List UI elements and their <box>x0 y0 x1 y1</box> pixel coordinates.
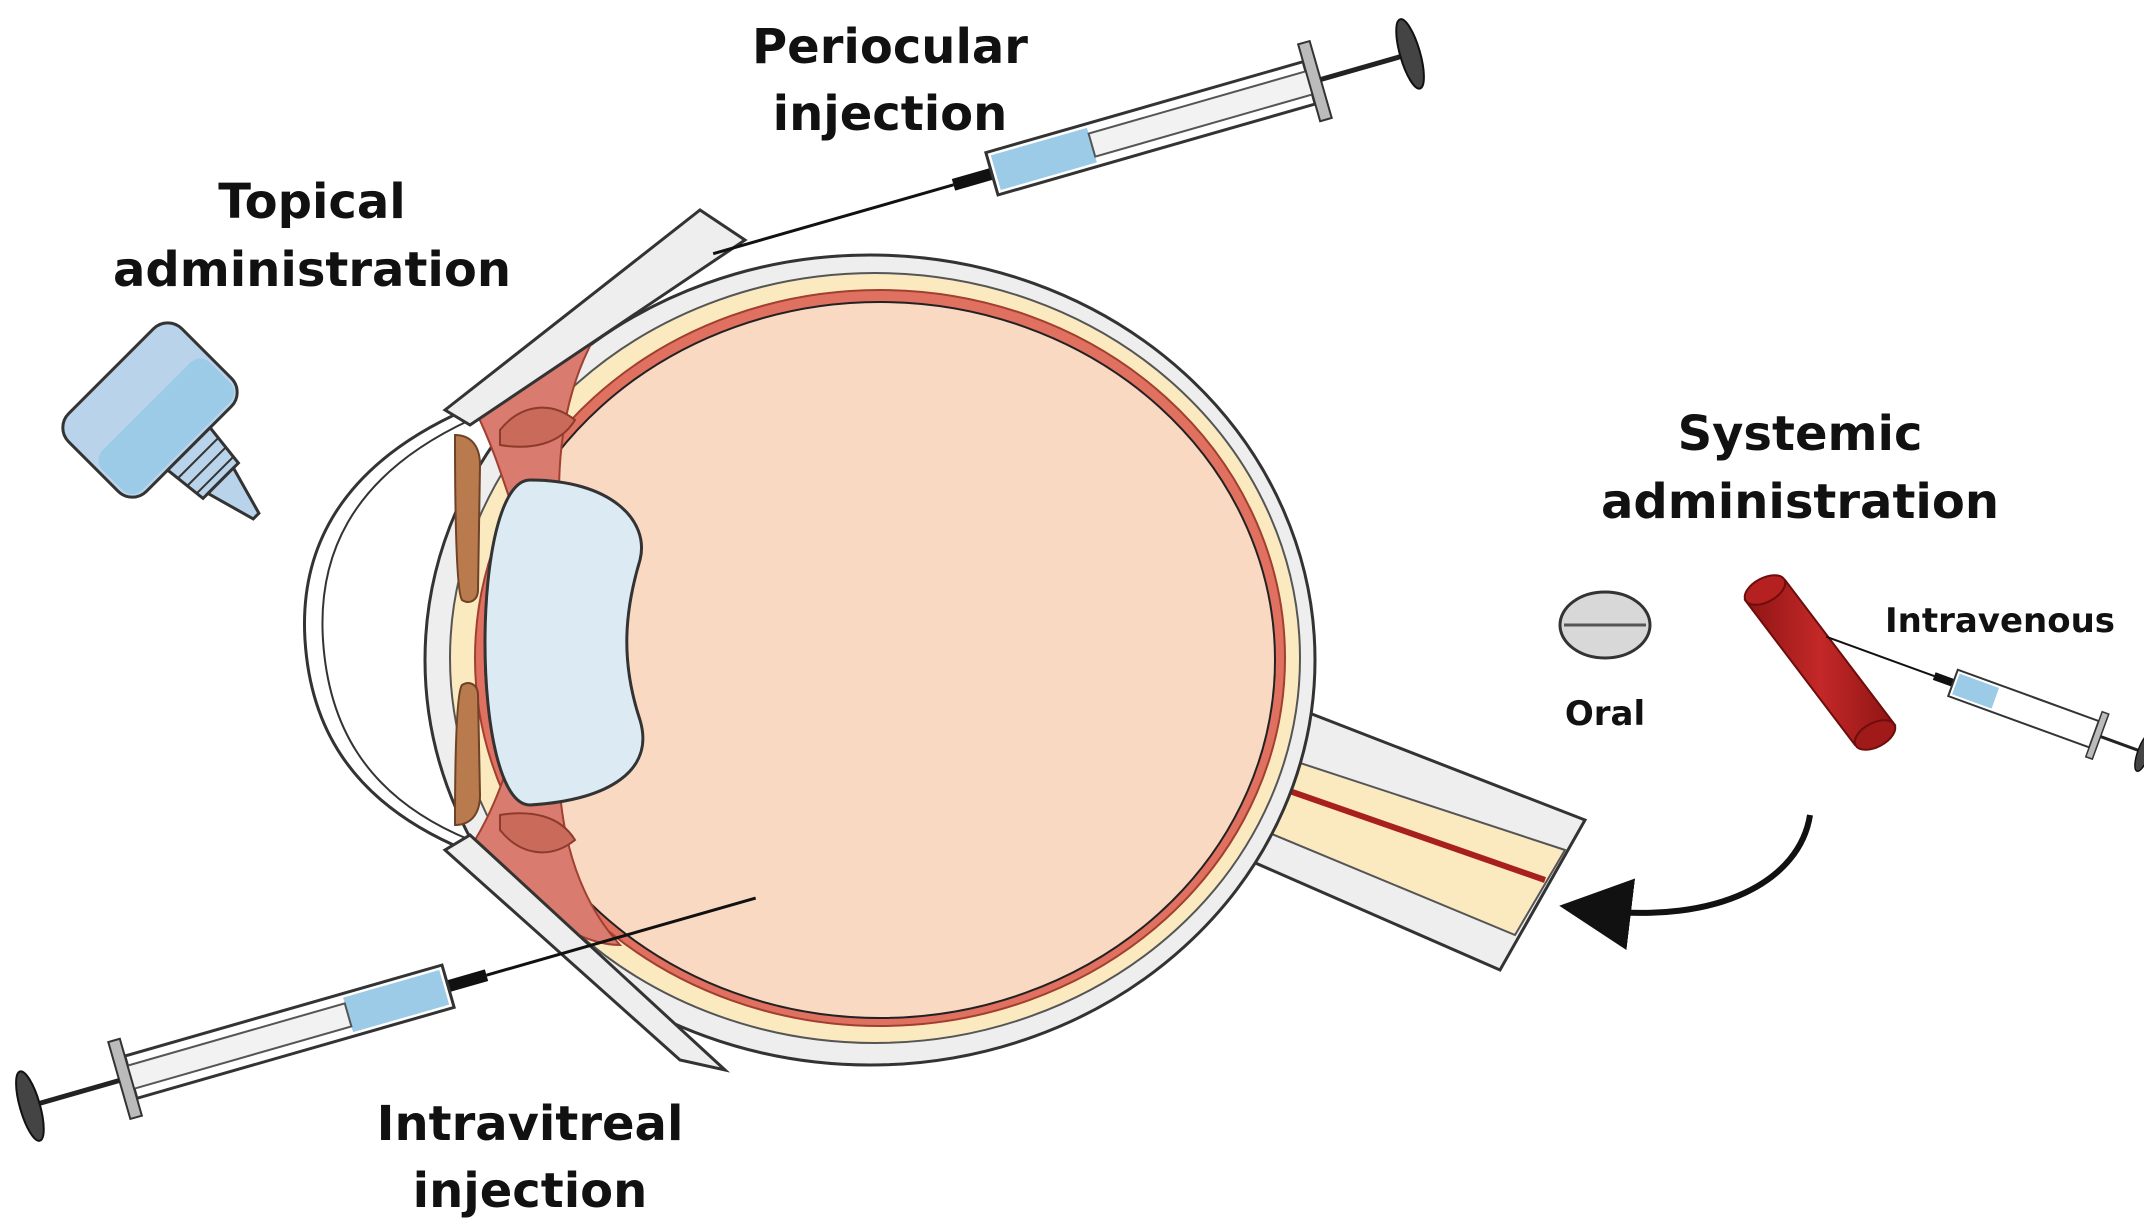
systemic-label-line1: Systemic <box>1678 406 1923 462</box>
topical-label-line1: Topical <box>218 174 405 230</box>
intravitreal-thumb-rest <box>10 1069 49 1144</box>
periocular-needle-hub <box>952 168 994 191</box>
periocular-rod <box>1321 55 1406 79</box>
periocular-thumb-rest <box>1391 17 1430 92</box>
oral-pill <box>1560 592 1650 658</box>
eye <box>304 210 1585 1070</box>
intravenous-label: Intravenous <box>1885 601 2115 641</box>
iris-upper <box>455 435 480 602</box>
intravenous-needle-hub <box>1933 672 1955 686</box>
iris-lower <box>455 683 480 825</box>
intravitreal-label-line2: injection <box>413 1163 648 1219</box>
oral-label: Oral <box>1565 694 1645 734</box>
lens <box>485 480 643 805</box>
topical-label-line2: administration <box>113 242 511 298</box>
eye-drop-bottle <box>55 315 313 573</box>
periocular-needle <box>713 185 953 254</box>
intravenous-thumb-rest <box>2131 731 2144 773</box>
intravenous-rod <box>2101 737 2141 752</box>
intravitreal-rod <box>35 1080 120 1104</box>
periocular-label-line2: injection <box>773 86 1008 142</box>
intravitreal-label-line1: Intravitreal <box>377 1096 684 1152</box>
systemic-to-eye-arrow <box>1595 815 1810 913</box>
systemic-label-line2: administration <box>1601 474 1999 530</box>
periocular-label-line1: Periocular <box>752 19 1028 75</box>
blood-vessel <box>1740 569 1900 756</box>
intravitreal-needle-hub <box>446 969 488 992</box>
